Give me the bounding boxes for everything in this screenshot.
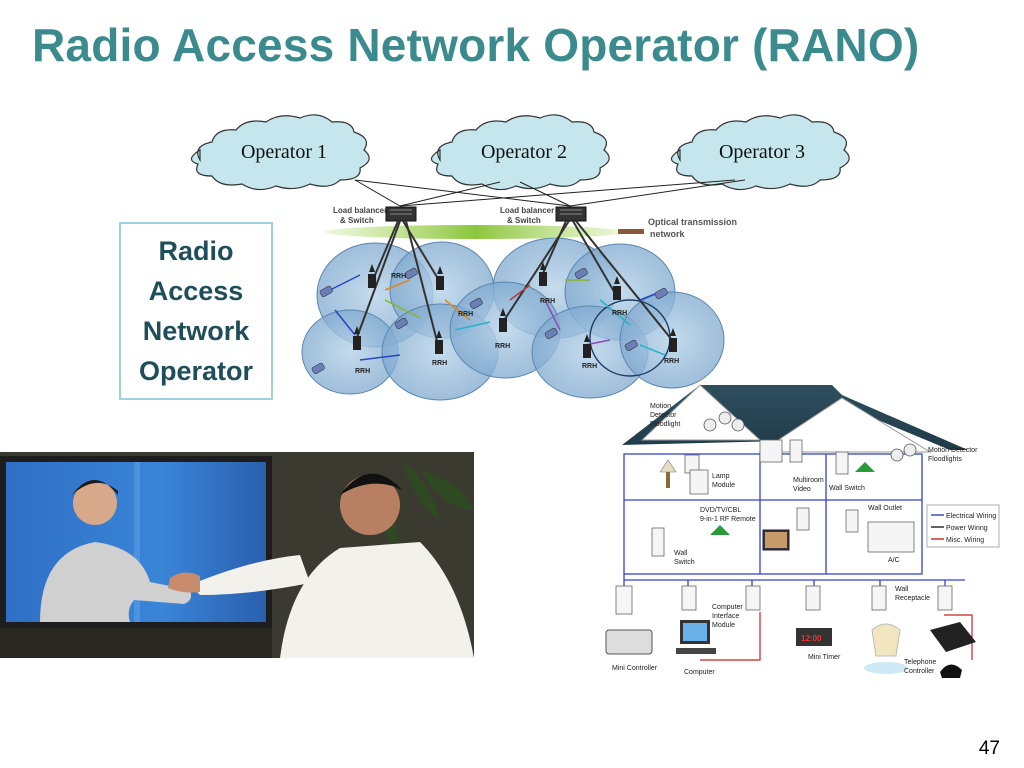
rrh-label: RRH — [612, 310, 627, 317]
lb-label-2a: Load balancer — [500, 206, 554, 215]
rrh-label: RRH — [432, 360, 447, 367]
label-telephone-1: Telephone — [904, 659, 936, 666]
ran-box-line-1: Radio — [158, 236, 234, 266]
ran-box-line-4: Operator — [138, 356, 254, 386]
slide-title: Radio Access Network Operator (RANO) — [32, 19, 920, 71]
label-telephone-2: Controller — [904, 668, 935, 675]
operator-cloud-1: Operator 1 — [190, 114, 370, 191]
ran-box-line-2: Access — [148, 276, 244, 306]
label-mini-timer: Mini Timer — [808, 654, 841, 661]
label-dvd-2: 9-in-1 RF Remote — [700, 516, 756, 523]
label-motion-left-3: Floodlight — [650, 421, 680, 428]
legend-misc: Misc. Wiring — [946, 537, 984, 544]
label-motion-left-2: Detector — [650, 412, 677, 419]
operator-2-label: Operator 2 — [481, 141, 567, 163]
label-computer-interface-2: Interface — [712, 613, 739, 620]
label-motion-right-2: Floodlights — [928, 456, 962, 463]
load-balancer-switch-2: Load balancer & Switch — [500, 206, 587, 225]
page-number: 47 — [978, 738, 1000, 759]
lb-label-2b: & Switch — [507, 216, 541, 225]
load-balancer-switch-1: Load balancer & Switch — [333, 206, 417, 225]
label-dvd-1: DVD/TV/CBL — [700, 507, 741, 514]
label-motion-left-1: Motion — [650, 403, 671, 410]
optical-label-2: network — [650, 229, 686, 239]
label-wall-switch-top: Wall Switch — [829, 485, 865, 492]
svg-text:12:00: 12:00 — [801, 634, 822, 643]
lb-label-1b: & Switch — [340, 216, 374, 225]
rrh-label: RRH — [540, 298, 555, 305]
label-multiroom-1: Multiroom — [793, 477, 824, 484]
operator-cloud-3: Operator 3 — [670, 114, 850, 191]
optical-network-band — [325, 225, 625, 239]
operator-3-label: Operator 3 — [719, 141, 805, 163]
label-mini-controller: Mini Controller — [612, 665, 658, 672]
label-lamp-module-1: Lamp — [712, 473, 730, 480]
label-computer-interface-1: Computer — [712, 604, 743, 611]
rrh-label: RRH — [664, 358, 679, 365]
mobile-devices — [311, 267, 668, 375]
rrh-label: RRH — [495, 343, 510, 350]
ran-cells — [301, 237, 725, 401]
label-ac: A/C — [888, 557, 900, 564]
telepresence-photo — [0, 452, 474, 658]
traffic-arrows — [329, 274, 666, 361]
label-wall-receptacle-2: Receptacle — [895, 595, 930, 602]
label-computer-interface-3: Module — [712, 622, 735, 629]
lb-label-1a: Load balancer — [333, 206, 387, 215]
label-wall-switch-left-2: Switch — [674, 559, 695, 566]
optical-label-1: Optical transmission — [648, 217, 737, 227]
legend-electrical: Electrical Wiring — [946, 513, 996, 520]
label-wall-outlet: Wall Outlet — [868, 505, 902, 512]
legend-power: Power Wiring — [946, 525, 988, 532]
label-wall-receptacle-1: Wall — [895, 586, 909, 593]
operator-1-label: Operator 1 — [241, 141, 327, 163]
fiber-links — [355, 220, 673, 346]
label-multiroom-2: Video — [793, 486, 811, 493]
operator-cloud-2: Operator 2 — [430, 114, 610, 191]
operator-connections — [354, 179, 746, 207]
rrh-towers — [353, 262, 677, 358]
ran-operator-box: Radio Access Network Operator — [119, 222, 273, 400]
rrh-label: RRH — [458, 311, 473, 318]
rrh-label: RRH — [355, 368, 370, 375]
label-computer: Computer — [684, 669, 715, 676]
label-wall-switch-left-1: Wall — [674, 550, 688, 557]
ran-box-line-3: Network — [142, 316, 250, 346]
rrh-label: RRH — [582, 363, 597, 370]
rrh-label: RRH — [391, 273, 406, 280]
label-motion-right-1: Motion Detector — [928, 447, 978, 454]
optical-cable-icon — [618, 229, 644, 234]
home-automation-diagram: 12:00 Electrical Wiring Power Wiring Mis… — [605, 384, 1000, 678]
label-lamp-module-2: Module — [712, 482, 735, 489]
